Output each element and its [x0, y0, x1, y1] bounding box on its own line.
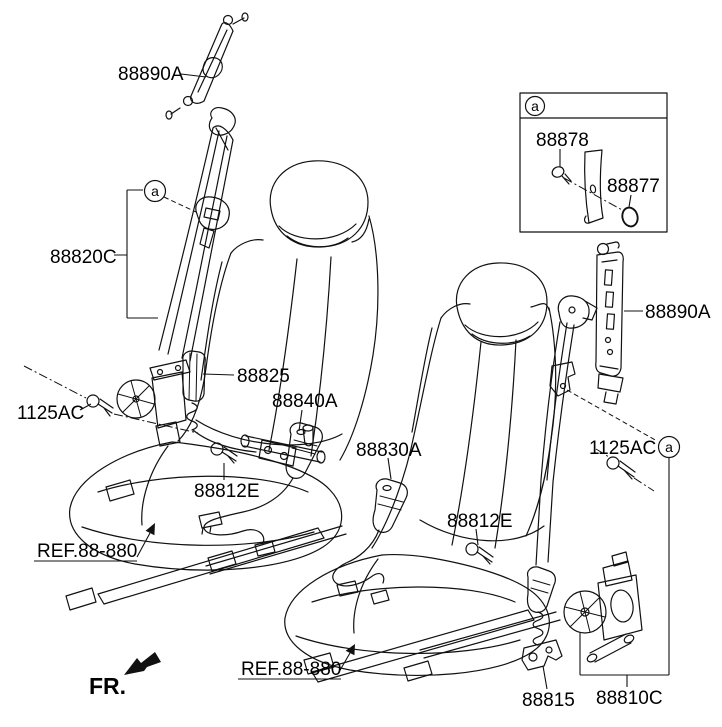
left-belt-assembly — [86, 12, 326, 479]
callout-leaders — [23, 73, 681, 690]
leader-ref-left — [34, 532, 151, 562]
leader-88815 — [542, 665, 548, 690]
label-front-direction: FR. — [89, 673, 126, 699]
label-88825: 88825 — [237, 366, 290, 387]
leader-bolt-left — [79, 403, 92, 411]
marker-a-left-text: a — [151, 183, 159, 199]
leader-88840a — [298, 409, 303, 432]
right-belt-assembly — [372, 241, 643, 671]
label-88812e-left: 88812E — [194, 481, 260, 502]
front-direction-arrow — [124, 652, 161, 675]
ref-left-arrowhead — [145, 523, 155, 536]
label-88840a: 88840A — [272, 391, 338, 412]
ref-right-arrowhead — [345, 644, 355, 656]
label-adjuster-right: 88890A — [645, 302, 711, 323]
leader-belt-assembly-left — [114, 189, 158, 319]
label-88878: 88878 — [536, 130, 589, 151]
label-ref-left: REF.88-880 — [37, 541, 137, 562]
label-88812e-right: 88812E — [447, 511, 513, 532]
leader-88830a — [387, 457, 392, 480]
marker-a-right-text: a — [665, 439, 673, 455]
leader-adjuster-top — [180, 73, 207, 78]
detail-box: a — [519, 92, 668, 233]
detail-box-marker: a — [531, 98, 539, 114]
leader-88825 — [202, 373, 235, 376]
label-bolt-left: 1125AC — [17, 403, 84, 424]
label-adjuster-top: 88890A — [118, 64, 184, 85]
leader-88810c — [579, 458, 670, 687]
detail-ring-part — [621, 206, 639, 228]
leader-ref-right — [238, 652, 351, 680]
leader-88812e-right — [475, 528, 479, 546]
label-88830a: 88830A — [356, 440, 422, 461]
left-seat-illustration — [65, 160, 379, 611]
leader-88877 — [628, 194, 632, 208]
label-ref-right: REF.88-880 — [241, 659, 341, 680]
marker-a-right — [657, 435, 681, 459]
label-belt-assembly-left: 88820C — [50, 247, 117, 268]
label-88877: 88877 — [607, 176, 660, 197]
right-seat-illustration — [284, 262, 561, 683]
part-labels: 88890A 88820C 1125AC 88825 88840A 88812E… — [17, 64, 711, 711]
marker-a-left — [143, 179, 167, 203]
label-88815: 88815 — [522, 690, 575, 711]
label-88810c: 88810C — [596, 688, 663, 709]
label-bolt-right: 1125AC — [589, 438, 656, 459]
